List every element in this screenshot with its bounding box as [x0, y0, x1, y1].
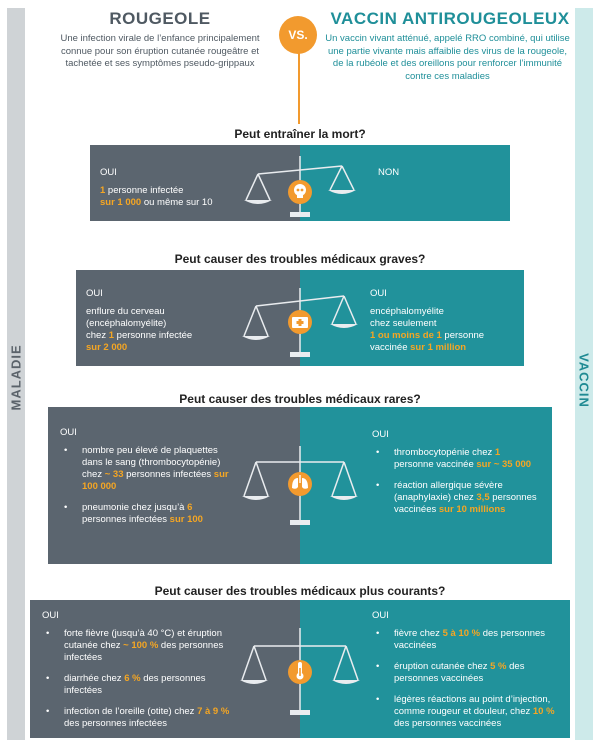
serious-vaccine-panel: OUI encéphalomyélite chez seulement 1 ou… [300, 270, 524, 366]
section-rare: OUI nombre peu élevé de plaquettes dans … [48, 407, 552, 564]
disease-description: Une infection virale de l’enfance princi… [60, 33, 260, 69]
common-vaccine-panel: OUI fièvre chez 5 à 10 % des personnes v… [300, 600, 570, 738]
vaccine-title: VACCIN ANTIROUGEOLEUX [330, 9, 570, 28]
rare-disease-item-2: pneumonie chez jusqu’à 6 personnes infec… [60, 502, 230, 526]
question-death: Peut entraîner la mort? [234, 127, 366, 141]
serious-vaccine-line3: 1 ou moins de 1 personne [370, 330, 485, 341]
first-aid-kit-icon [292, 317, 308, 328]
serious-vaccine-line1: encéphalomyélite [370, 306, 444, 317]
common-vaccine-item-3: légères réactions au point d’injection, … [372, 694, 562, 730]
death-disease-panel: OUI 1 personne infectée sur 1 000 ou mêm… [90, 145, 300, 221]
question-rare: Peut causer des troubles médicaux rares? [179, 392, 421, 406]
section-serious: OUI enflure du cerveau (encéphalomyélite… [76, 270, 524, 366]
section-common: OUI forte fièvre (jusqu’à 40 °C) et érup… [30, 600, 570, 738]
rare-vaccine-oui: OUI [372, 429, 389, 440]
serious-disease-panel: OUI enflure du cerveau (encéphalomyélite… [76, 270, 300, 366]
serious-disease-line2: (encéphalomyélite) [86, 318, 167, 329]
common-vaccine-item-2: éruption cutanée chez 5 % des personnes … [372, 661, 562, 685]
maladie-side-bar: MALADIE [7, 8, 25, 740]
balance-scale-serious [242, 288, 358, 357]
rare-vaccine-item-1: thrombocytopénie chez 1 personne vacciné… [372, 447, 542, 471]
disease-title: ROUGEOLE [109, 9, 211, 28]
death-disease-oui: OUI [100, 167, 117, 178]
rare-disease-panel: OUI nombre peu élevé de plaquettes dans … [48, 407, 300, 564]
balance-scale-rare [242, 446, 358, 525]
lungs-icon [292, 475, 308, 489]
death-vaccine-non: NON [378, 167, 400, 178]
rare-vaccine-panel: OUI thrombocytopénie chez 1 personne vac… [300, 407, 552, 564]
common-disease-item-2: diarrhée chez 6 % des personnes infectée… [42, 673, 232, 697]
vs-connector-line [298, 52, 300, 124]
serious-vaccine-line4: vaccinée sur 1 million [370, 342, 467, 353]
death-disease-stat-2: sur 1 000 ou même sur 10 [100, 197, 213, 208]
common-vaccine-item-1: fièvre chez 5 à 10 % des personnes vacci… [372, 628, 562, 652]
common-disease-item-3: infection de l’oreille (otite) chez 7 à … [42, 706, 232, 730]
serious-vaccine-line2: chez seulement [370, 318, 437, 329]
thermometer-icon [296, 662, 304, 680]
rare-disease-item-1: nombre peu élevé de plaquettes dans le s… [60, 445, 230, 493]
rare-vaccine-item-2: réaction allergique sévère (anaphylaxie)… [372, 480, 542, 516]
question-serious: Peut causer des troubles médicaux graves… [174, 252, 426, 266]
common-disease-panel: OUI forte fièvre (jusqu’à 40 °C) et érup… [30, 600, 300, 738]
serious-disease-line1: enflure du cerveau [86, 306, 165, 317]
death-vaccine-panel: NON [300, 145, 510, 221]
skull-icon [294, 184, 306, 198]
vaccine-description: Un vaccin vivant atténué, appelé RRO com… [325, 33, 570, 82]
common-vaccine-oui: OUI [372, 610, 389, 621]
section-death: OUI 1 personne infectée sur 1 000 ou mêm… [90, 145, 510, 221]
rare-disease-oui: OUI [60, 427, 77, 438]
serious-disease-oui: OUI [86, 288, 103, 299]
balance-scale-death [244, 156, 356, 217]
vaccin-label: VACCIN [576, 353, 592, 408]
common-disease-oui: OUI [42, 610, 59, 621]
serious-vaccine-oui: OUI [370, 288, 387, 299]
question-common: Peut causer des troubles médicaux plus c… [154, 584, 446, 598]
vs-badge: VS. [279, 16, 317, 54]
balance-scale-common [240, 628, 360, 715]
death-disease-stat: 1 personne infectée [100, 185, 184, 196]
common-disease-item-1: forte fièvre (jusqu’à 40 °C) et éruption… [42, 628, 232, 664]
maladie-label: MALADIE [8, 344, 24, 411]
serious-disease-line3: chez 1 personne infectée [86, 330, 193, 341]
serious-disease-rate: sur 2 000 [86, 342, 128, 353]
vaccin-side-bar: VACCIN [575, 8, 593, 740]
